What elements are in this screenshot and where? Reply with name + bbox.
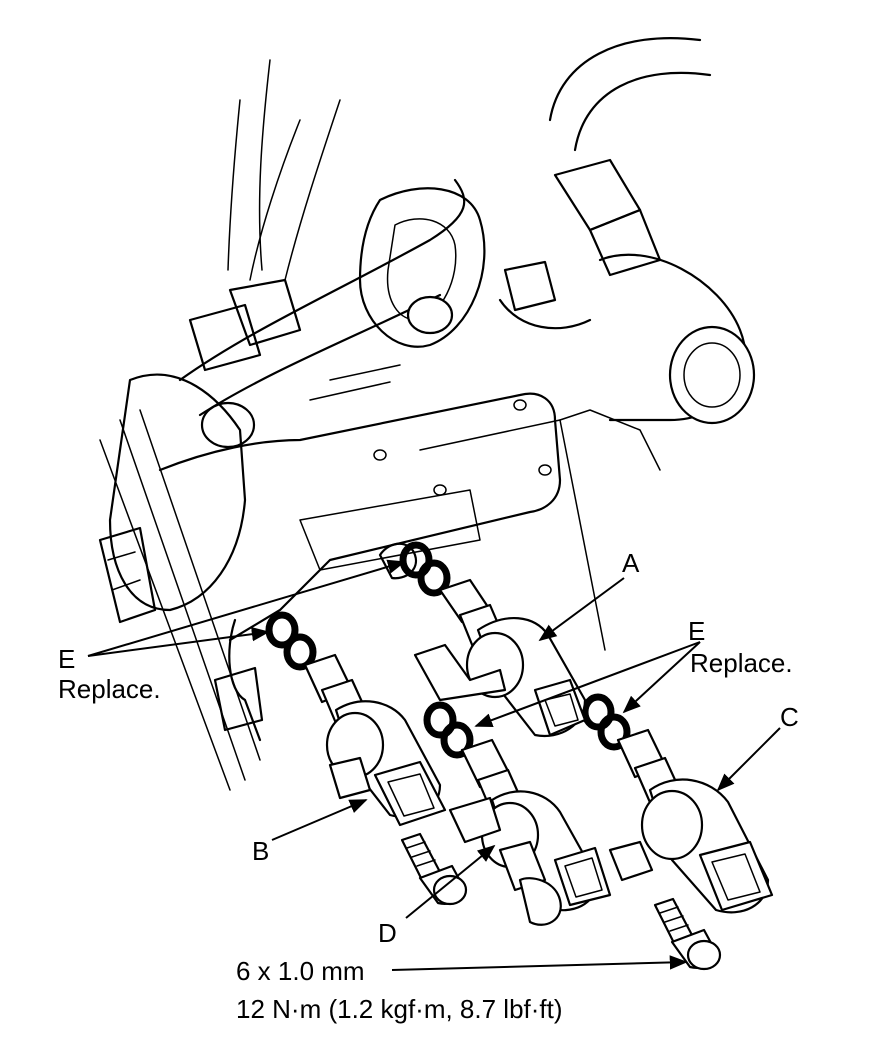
bolt-torque: 12 N·m (1.2 kgf·m, 8.7 lbf·ft) bbox=[236, 994, 563, 1024]
solenoid-c bbox=[608, 728, 774, 914]
leader-e-right-1 bbox=[474, 641, 701, 728]
solenoid-b bbox=[303, 653, 447, 827]
bolt-size: 6 x 1.0 mm bbox=[236, 956, 365, 986]
leader-c bbox=[716, 727, 781, 792]
solenoid-a bbox=[413, 578, 587, 738]
o-ring-7 bbox=[581, 693, 615, 731]
o-ring-4 bbox=[283, 633, 317, 671]
label-e-left: E bbox=[58, 644, 75, 674]
bolt-right bbox=[653, 897, 722, 971]
o-ring-8 bbox=[597, 713, 631, 751]
leader-b bbox=[271, 799, 368, 841]
label-e-right-note: Replace. bbox=[690, 648, 793, 678]
label-c: C bbox=[780, 702, 799, 732]
leader-d bbox=[405, 844, 496, 919]
bolt-left bbox=[400, 832, 468, 906]
label-b: B bbox=[252, 836, 269, 866]
label-d: D bbox=[378, 918, 397, 948]
leader-e-right-2 bbox=[622, 641, 701, 714]
leader-e-left-1 bbox=[87, 559, 406, 657]
label-e-left-note: Replace. bbox=[58, 674, 161, 704]
o-ring-6 bbox=[440, 721, 474, 759]
label-a: A bbox=[622, 548, 640, 578]
o-ring-2 bbox=[417, 559, 451, 597]
leader-a bbox=[538, 577, 625, 642]
o-rings bbox=[265, 541, 631, 759]
label-e-right: E bbox=[688, 616, 705, 646]
leader-e-left-2 bbox=[87, 627, 270, 657]
leader-lines bbox=[87, 559, 781, 971]
solenoid-d bbox=[448, 738, 612, 926]
o-ring-5 bbox=[423, 701, 457, 739]
transmission-housing bbox=[98, 37, 756, 791]
leader-bolt bbox=[391, 955, 688, 971]
labels: A E Replace. C E Replace. B D 6 x 1.0 mm… bbox=[58, 548, 799, 1024]
